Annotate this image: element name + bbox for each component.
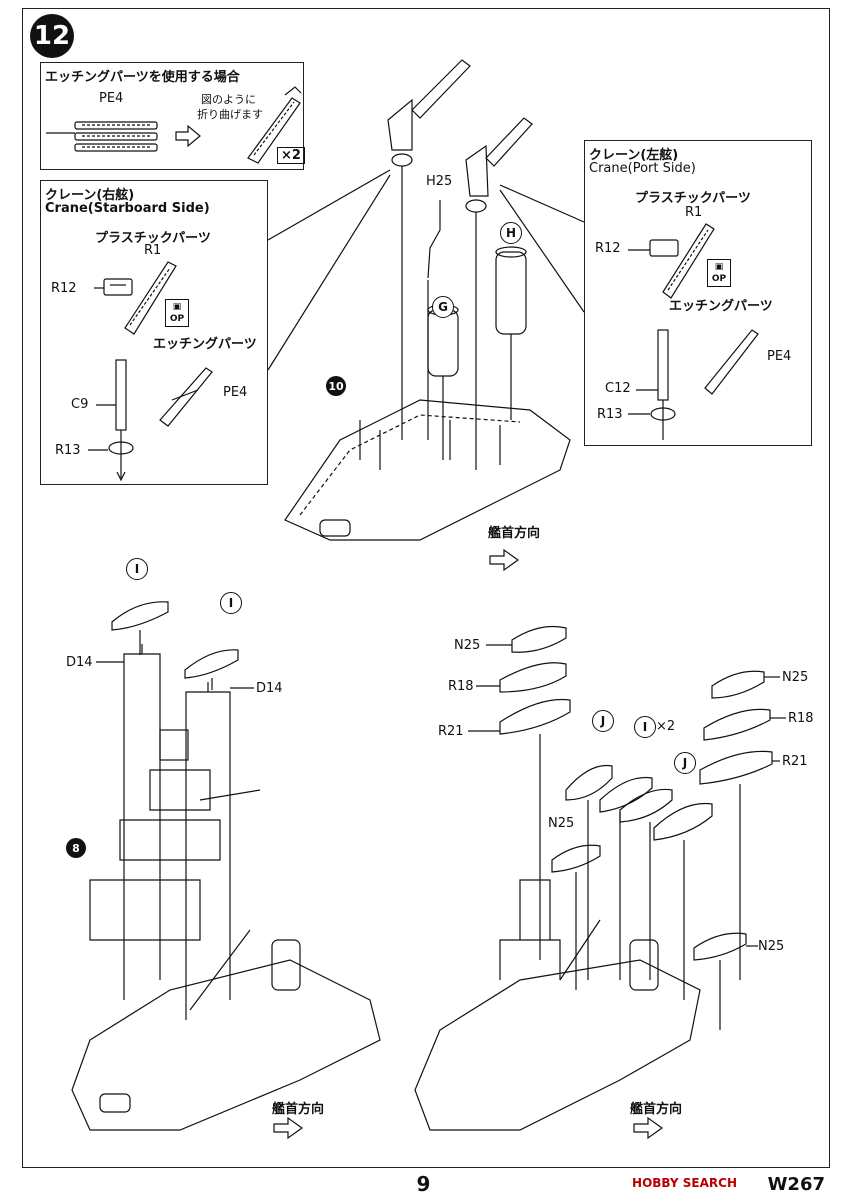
part-i-multiplier: ×2: [656, 719, 676, 734]
watermark-text: HOBBY SEARCH: [632, 1176, 737, 1190]
etching-box-note-2: 折り曲げます: [197, 108, 263, 121]
pe4-bent-drawing: [247, 86, 302, 164]
crane-starboard-part-r1: R1: [144, 243, 162, 258]
crane-port-part-r12: R12: [595, 241, 621, 256]
bow-arrow-icon-lower-left: [273, 1116, 304, 1140]
crane-port-part-r1: R1: [685, 205, 703, 220]
part-j-marker-right: J: [674, 752, 696, 774]
op-icon-glyph: ▣: [714, 262, 724, 272]
part-d14-left-label: D14: [66, 655, 93, 670]
bow-arrow-icon-upper: [489, 548, 520, 572]
crane-post-c9: [115, 359, 127, 431]
ref-step-10-badge: 10: [326, 376, 346, 396]
part-h25-drawing: [427, 200, 441, 440]
crane-port-plastic-label: プラスチックパーツ: [635, 191, 751, 206]
page-number: 9: [416, 1172, 431, 1196]
crane-port-part-r13: R13: [597, 407, 623, 422]
crane-post-c12: [657, 329, 669, 401]
part-d14-right-label: D14: [256, 681, 283, 696]
crane-starboard-op-label: OP: [169, 314, 185, 324]
part-i-marker-center: I: [634, 716, 656, 738]
part-n25-d-label: N25: [758, 939, 785, 954]
part-i-marker-right: I: [220, 592, 242, 614]
crane-port-part-c12: C12: [605, 381, 631, 396]
crane-starboard-op-icon: ▣ OP: [165, 299, 189, 327]
crane-port-part-pe4: PE4: [767, 349, 792, 364]
davit-d14-right: [185, 682, 231, 1020]
crane-starboard-title-en: Crane(Starboard Side): [45, 201, 210, 216]
bow-arrow-icon-lower-right: [633, 1116, 664, 1140]
crane-port-op-icon: ▣ OP: [707, 259, 731, 287]
page-frame: [22, 8, 830, 1168]
hull-lower-right: [414, 879, 701, 1131]
part-n25-a-label: N25: [454, 638, 481, 653]
crane-port-box: クレーン(左舷) Crane(Port Side) プラスチックパーツ R1 R…: [584, 140, 812, 446]
crane-arm-r1-port: [662, 223, 715, 299]
part-h-marker: H: [500, 222, 522, 244]
op-icon-glyph: ▣: [172, 302, 182, 312]
part-i-marker-left: I: [126, 558, 148, 580]
main-crane-left: [387, 59, 471, 440]
crane-arm-r1-starboard: [124, 261, 177, 335]
funnel-h-drawing: [495, 246, 527, 420]
pe4-starboard: [159, 367, 213, 427]
superstructure-left: [89, 729, 261, 941]
boats-n25-r18-r21-left: [499, 625, 571, 960]
hull-lower-left: [71, 929, 381, 1131]
part-r18-a-label: R18: [448, 679, 474, 694]
step-number-badge: 12: [30, 14, 74, 58]
main-crane-right: [465, 117, 533, 470]
davit-d14-left: [123, 644, 161, 1000]
product-code: W267: [767, 1174, 825, 1195]
part-r12-starboard: [103, 278, 133, 296]
crane-starboard-part-r12: R12: [51, 281, 77, 296]
crane-port-op-label: OP: [711, 274, 727, 284]
crane-starboard-box: クレーン(右舷) Crane(Starboard Side) プラスチックパーツ…: [40, 180, 268, 485]
part-j-marker-left: J: [592, 710, 614, 732]
part-r12-port: [649, 239, 679, 257]
bow-direction-lower-right: 艦首方向: [630, 1102, 683, 1117]
crane-starboard-part-c9: C9: [71, 397, 89, 412]
etching-box-multiplier: ×2: [277, 147, 305, 164]
pe4-port: [704, 329, 759, 395]
part-r21-a-label: R21: [438, 724, 464, 739]
pe4-fret-drawing: [46, 121, 158, 152]
crane-starboard-part-pe4: PE4: [223, 385, 248, 400]
part-n25-b-label: N25: [782, 670, 809, 685]
arrow-icon: [175, 124, 201, 148]
crane-starboard-title-jp: クレーン(右舷): [45, 188, 135, 203]
etching-box-part: PE4: [99, 91, 124, 106]
boat-i-right: [184, 649, 239, 690]
etching-usage-box: エッチングパーツを使用する場合 PE4 図のように 折り曲げます ×2: [40, 62, 305, 170]
etching-box-note-1: 図のように: [201, 93, 256, 106]
crane-port-etching-label: エッチングパーツ: [669, 299, 773, 314]
boats-j-i-center: [565, 764, 713, 1000]
bow-direction-lower-left: 艦首方向: [272, 1102, 325, 1117]
crane-port-title-en: Crane(Port Side): [589, 161, 696, 176]
ref-step-8-badge: 8: [66, 838, 86, 858]
etching-box-title: エッチングパーツを使用する場合: [45, 70, 240, 85]
part-g-marker: G: [432, 296, 454, 318]
boat-i-left: [111, 601, 169, 655]
funnel-g-drawing: [427, 304, 459, 460]
part-h25-label: H25: [426, 174, 453, 189]
bow-direction-upper: 艦首方向: [488, 526, 541, 541]
crane-port-title-jp: クレーン(左舷): [589, 148, 679, 163]
boat-n25-d: [693, 932, 747, 1030]
part-n25-c-label: N25: [548, 816, 575, 831]
crane-starboard-plastic-label: プラスチックパーツ: [95, 231, 211, 246]
hull-upper-drawing: [284, 399, 571, 541]
part-r18-b-label: R18: [788, 711, 814, 726]
part-r21-b-label: R21: [782, 754, 808, 769]
crane-starboard-part-r13: R13: [55, 443, 81, 458]
crane-starboard-etching-label: エッチングパーツ: [153, 337, 257, 352]
